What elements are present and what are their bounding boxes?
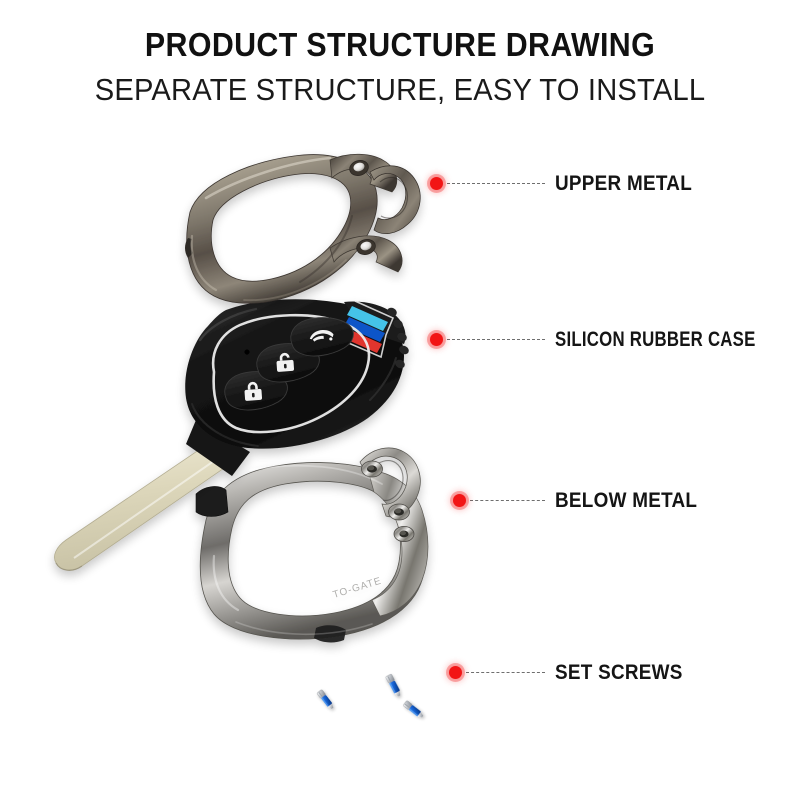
set-screw-1 <box>316 689 334 710</box>
lock-icon <box>244 381 263 401</box>
callout-dot-icon <box>430 176 443 190</box>
m-stripe-blue <box>344 317 385 342</box>
callout-below-metal: BELOW METAL <box>453 487 713 513</box>
page-subtitle: SEPARATE STRUCTURE, EASY TO INSTALL <box>94 72 706 107</box>
set-screws-part <box>316 674 424 718</box>
button-unlock <box>256 343 320 383</box>
m-stripe-red <box>341 328 382 353</box>
led-pinhole <box>244 349 250 355</box>
callout-set-screws: SET SCREWS <box>449 659 697 685</box>
upper-metal-screw-hole-2 <box>356 239 376 255</box>
key-blade <box>54 440 234 571</box>
callout-label-upper-metal: UPPER METAL <box>555 171 693 195</box>
rubber-case-white-outline <box>211 313 371 434</box>
below-metal-engraving: TO-GATE <box>332 576 384 601</box>
callout-leader-line <box>447 182 545 184</box>
callout-leader-line <box>447 338 545 340</box>
below-metal-part: TO-GATE <box>195 447 429 643</box>
callout-leader-line <box>466 671 545 673</box>
m-stripe-light-blue <box>347 306 388 331</box>
button-trunk <box>290 317 354 357</box>
page-title: PRODUCT STRUCTURE DRAWING <box>144 26 656 63</box>
callout-label-below-metal: BELOW METAL <box>555 488 698 512</box>
below-metal-screw-hole-3 <box>393 526 415 543</box>
trunk-icon <box>309 329 334 342</box>
below-metal-screw-hole-1 <box>361 460 383 478</box>
set-screw-2 <box>385 674 401 697</box>
callout-silicon-rubber-case: SILICON RUBBER CASE <box>430 326 800 352</box>
silicon-rubber-case-part <box>54 299 409 571</box>
set-screw-3 <box>403 700 424 718</box>
below-metal-screw-hole-2 <box>388 503 410 521</box>
callout-label-silicon-rubber-case: SILICON RUBBER CASE <box>555 327 756 351</box>
callout-dot-icon <box>430 332 443 346</box>
header-block: PRODUCT STRUCTURE DRAWING SEPARATE STRUC… <box>0 0 800 108</box>
callout-dot-icon <box>449 665 462 679</box>
unlock-icon <box>276 352 295 372</box>
m-stripe-group <box>336 300 395 359</box>
upper-metal-screw-hole-1 <box>349 160 369 176</box>
rubber-grip-ribs <box>387 307 409 369</box>
button-lock <box>224 371 288 411</box>
callout-leader-line <box>470 499 545 501</box>
callout-upper-metal: UPPER METAL <box>430 170 707 196</box>
callout-dot-icon <box>453 493 466 507</box>
callout-label-set-screws: SET SCREWS <box>555 660 683 684</box>
upper-metal-part <box>185 153 421 304</box>
